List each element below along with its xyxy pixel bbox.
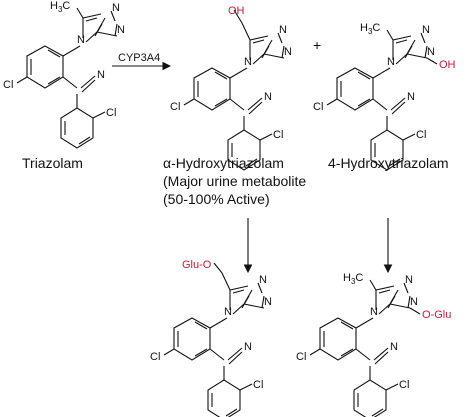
enzyme-label: CYP3A4 xyxy=(118,52,160,64)
svg-text:Cl: Cl xyxy=(416,129,426,141)
atom-cl-ring: Cl xyxy=(3,79,13,91)
svg-text:Cl: Cl xyxy=(296,351,306,363)
atom-n4: N xyxy=(97,69,105,81)
svg-text:N: N xyxy=(390,341,398,353)
atom-glu-o: Glu-O xyxy=(182,259,212,271)
svg-text:N: N xyxy=(224,306,232,318)
svg-text:Cl: Cl xyxy=(253,379,263,391)
name-triazolam: Triazolam xyxy=(22,155,83,171)
svg-text:N: N xyxy=(244,56,252,68)
atom-cl-phenyl: Cl xyxy=(106,107,116,119)
atom-o-glu: O-Glu xyxy=(422,309,451,321)
four-glucuronide-structure: N N N N Cl Cl O-Glu H3C xyxy=(296,272,451,417)
atom-n1: N xyxy=(77,34,85,46)
svg-text:Cl: Cl xyxy=(170,101,180,113)
svg-text:N: N xyxy=(407,91,415,103)
plus-sign: + xyxy=(313,37,321,53)
four-hydroxytriazolam-structure: N N N N Cl Cl OH H3C xyxy=(313,22,456,171)
atom-n3: N xyxy=(117,24,125,36)
svg-text:N: N xyxy=(422,24,430,36)
svg-text:N: N xyxy=(427,46,435,58)
svg-text:N: N xyxy=(279,24,287,36)
svg-text:N: N xyxy=(264,296,272,308)
svg-text:N: N xyxy=(284,46,292,58)
triazolam-structure: N N N N Cl Cl H3C xyxy=(3,0,125,149)
svg-text:Cl: Cl xyxy=(399,379,409,391)
note-activity: (50-100% Active) xyxy=(163,191,270,207)
name-4-hydroxytriazolam: 4-Hydroxytriazolam xyxy=(328,155,449,171)
svg-text:Cl: Cl xyxy=(313,101,323,113)
svg-text:N: N xyxy=(387,56,395,68)
svg-text:N: N xyxy=(370,306,378,318)
alpha-hydroxytriazolam-structure: OH N N N N Cl Cl xyxy=(170,5,292,171)
note-major-urine-metabolite: (Major urine metabolite xyxy=(163,173,306,189)
svg-text:N: N xyxy=(405,274,413,286)
svg-text:N: N xyxy=(259,274,267,286)
svg-text:N: N xyxy=(264,91,272,103)
svg-text:H3C: H3C xyxy=(360,22,380,36)
svg-text:OH: OH xyxy=(439,59,456,71)
atom-oh: OH xyxy=(228,5,245,17)
name-alpha-hydroxytriazolam: α-Hydroxytriazolam xyxy=(163,155,284,171)
svg-text:Cl: Cl xyxy=(150,351,160,363)
svg-text:N: N xyxy=(244,341,252,353)
svg-text:N: N xyxy=(410,296,418,308)
atom-methyl: H3C xyxy=(50,0,70,14)
atom-n2: N xyxy=(112,2,120,14)
alpha-glucuronide-structure: Glu-O N N N N Cl Cl xyxy=(150,259,272,417)
svg-text:Cl: Cl xyxy=(273,129,283,141)
svg-text:H3C: H3C xyxy=(343,272,363,286)
